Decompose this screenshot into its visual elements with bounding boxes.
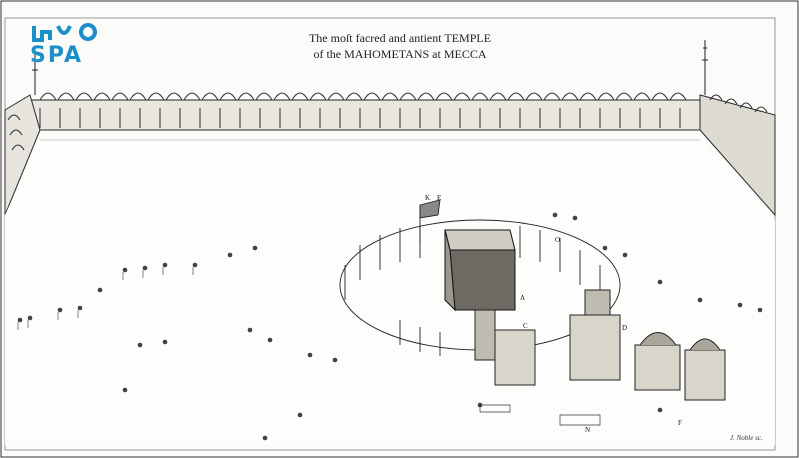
- colonnade-right: [699, 94, 776, 217]
- pilgrim-figures: [17, 212, 763, 441]
- engraving-title: The moſt facred and antient TEMPLE of th…: [250, 30, 550, 62]
- colonnade-back: [29, 92, 701, 131]
- label-o: O: [555, 236, 560, 244]
- engraver-signature: J. Noble sc.: [730, 434, 763, 442]
- title-line-1: The moſt facred and antient TEMPLE: [308, 31, 492, 45]
- spa-logo-mark: [30, 22, 106, 48]
- title-line-2: of the MAHOMETANS at MECCA: [313, 47, 487, 61]
- label-f: F: [678, 419, 682, 427]
- label-n: N: [585, 426, 590, 434]
- kaaba: [444, 229, 516, 312]
- label-d: D: [622, 324, 627, 332]
- label-c: C: [523, 322, 528, 330]
- label-e: E: [437, 194, 441, 202]
- spa-logo-text: SPA: [30, 43, 83, 68]
- domed-buildings: [474, 289, 726, 401]
- pulpit-flag: [419, 199, 441, 245]
- label-k: K: [425, 194, 430, 202]
- label-a: A: [520, 294, 525, 302]
